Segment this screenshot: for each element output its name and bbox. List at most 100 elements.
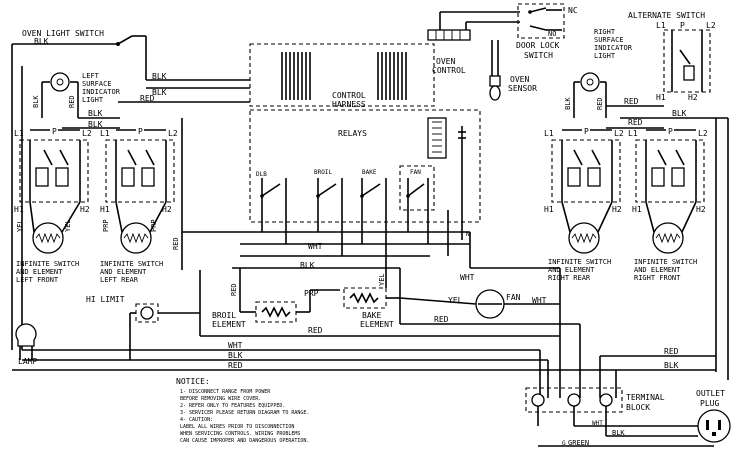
wire-red-2: RED — [624, 97, 639, 106]
wire-yel-v1: YEL — [378, 273, 386, 286]
relay-coil — [427, 117, 466, 160]
relay-bake — [360, 178, 387, 210]
rf-label-2: RIGHT FRONT — [634, 274, 681, 282]
fan-motor — [475, 289, 505, 319]
lamp-label: LAMP — [18, 357, 37, 366]
wire-label-red-1: RED — [140, 94, 155, 103]
oven-light-switch-label: OVEN LIGHT SWITCH — [22, 29, 104, 38]
wire-prp-1: PRP — [304, 289, 319, 298]
rr-label-1: AND ELEMENT — [548, 266, 595, 274]
notice-line-3: 3- SERVICER PLEASE RETURN DIAGRAM TO RAN… — [180, 410, 309, 416]
right-indicator-label-0: RIGHT — [594, 28, 616, 36]
wire-red-v3: RED — [596, 97, 604, 110]
wire-blk-v3: BLK — [564, 97, 572, 110]
alt-l1: L1 — [656, 21, 666, 30]
wire-label-blk-2: BLK — [152, 72, 167, 81]
lf-yel2: YEL — [64, 219, 72, 232]
wire-label-blk-4: BLK — [88, 109, 103, 118]
wire-red-3: RED — [628, 118, 643, 127]
wire-g: G — [562, 440, 566, 447]
rf-label-0: INFINITE SWITCH — [634, 258, 697, 266]
terminal-label-1: BLOCK — [626, 403, 650, 412]
rf-p: P — [668, 127, 673, 136]
no-label: NO — [548, 30, 556, 38]
element-right-front — [645, 201, 697, 254]
lr-l2: L2 — [168, 129, 178, 138]
alt-l2: L2 — [706, 21, 716, 30]
wire-blk-7: BLK — [672, 109, 687, 118]
control-harness — [249, 43, 435, 107]
wire-label-red-v1: RED — [68, 95, 76, 108]
outlet-label-0: OUTLET — [696, 389, 725, 398]
infinite-switch-left-front — [19, 129, 89, 203]
relay-dlb-label: DLB — [256, 171, 267, 178]
lr-prp1: PRP — [102, 219, 110, 232]
wire-red-5: RED — [434, 315, 449, 324]
lr-h1: H1 — [100, 205, 110, 214]
infinite-switch-right-front — [635, 129, 705, 203]
lf-l2: L2 — [82, 129, 92, 138]
left-indicator-label-3: LIGHT — [82, 96, 104, 104]
rr-l1: L1 — [544, 129, 554, 138]
wire-label-blk-5: BLK — [88, 120, 103, 129]
infinite-switch-right-rear — [551, 129, 621, 203]
oven-control-label-0: OVEN — [436, 57, 455, 66]
lr-label-0: INFINITE SWITCH — [100, 260, 163, 268]
alt-h1: H1 — [656, 93, 666, 102]
lf-label-0: INFINITE SWITCH — [16, 260, 79, 268]
notice-block: NOTICE: 1- DISCONNECT RANGE FROM POWER B… — [176, 377, 309, 444]
alternate-switch-label: ALTERNATE SWITCH — [628, 11, 705, 20]
wire-blk-6: BLK — [300, 261, 315, 270]
nc-label: NC — [568, 6, 578, 15]
wire-wht-2: WHT — [460, 273, 475, 282]
wire-red-6: RED — [228, 361, 243, 370]
door-lock-switch — [517, 3, 565, 39]
rf-l1: L1 — [628, 129, 638, 138]
wire-red-v2: RED — [172, 237, 180, 250]
oven-sensor-label-0: OVEN — [510, 75, 529, 84]
rr-p: P — [584, 127, 589, 136]
rr-label-0: INFINITE SWITCH — [548, 258, 611, 266]
broil-label-1: ELEMENT — [212, 320, 246, 329]
bottom-bus — [12, 268, 716, 398]
left-indicator-label-1: SURFACE — [82, 80, 112, 88]
lf-p: P — [52, 127, 57, 136]
rf-h2: H2 — [696, 205, 706, 214]
rf-l2: L2 — [698, 129, 708, 138]
wire-wht-1: WHT — [308, 242, 323, 251]
element-left-rear — [115, 201, 167, 254]
wire-blk-8: BLK — [228, 351, 243, 360]
rr-h2: H2 — [612, 205, 622, 214]
bake-label-0: BAKE — [362, 311, 381, 320]
wire-red-4: RED — [308, 326, 323, 335]
oven-light-switch — [12, 35, 147, 80]
lr-label-2: LEFT REAR — [100, 276, 139, 284]
alt-h2: H2 — [688, 93, 698, 102]
broil-label-0: BROIL — [212, 311, 236, 320]
left-indicator-light — [42, 72, 78, 92]
rr-l2: L2 — [614, 129, 624, 138]
rf-h1: H1 — [632, 205, 642, 214]
relay-fan — [399, 165, 435, 211]
hi-limit — [129, 303, 159, 344]
left-indicator-label-0: LEFT — [82, 72, 100, 80]
bake-element — [343, 287, 387, 309]
infinite-switch-left-rear — [105, 129, 175, 203]
outlet-plug — [538, 409, 731, 447]
door-lock-label-0: DOOR LOCK — [516, 41, 560, 50]
wire-red-7: RED — [664, 347, 679, 356]
lf-h2: H2 — [80, 205, 90, 214]
right-indicator-label-2: INDICATOR — [594, 44, 633, 52]
notice-line-7: CAN CAUSE IMPROPER AND DANGEROUS OPERATI… — [180, 438, 309, 444]
lr-p: P — [138, 127, 143, 136]
notice-line-5: LABEL ALL WIRES PRIOR TO DISCONNECTION — [180, 424, 294, 430]
lf-label-1: AND ELEMENT — [16, 268, 63, 276]
lr-label-1: AND ELEMENT — [100, 268, 147, 276]
right-indicator-light — [573, 72, 607, 118]
wire-green: GREEN — [568, 439, 589, 447]
lf-h1: H1 — [14, 205, 24, 214]
element-right-rear — [561, 201, 613, 254]
wire-red-v4: RED — [230, 283, 238, 296]
element-left-front — [29, 201, 81, 254]
